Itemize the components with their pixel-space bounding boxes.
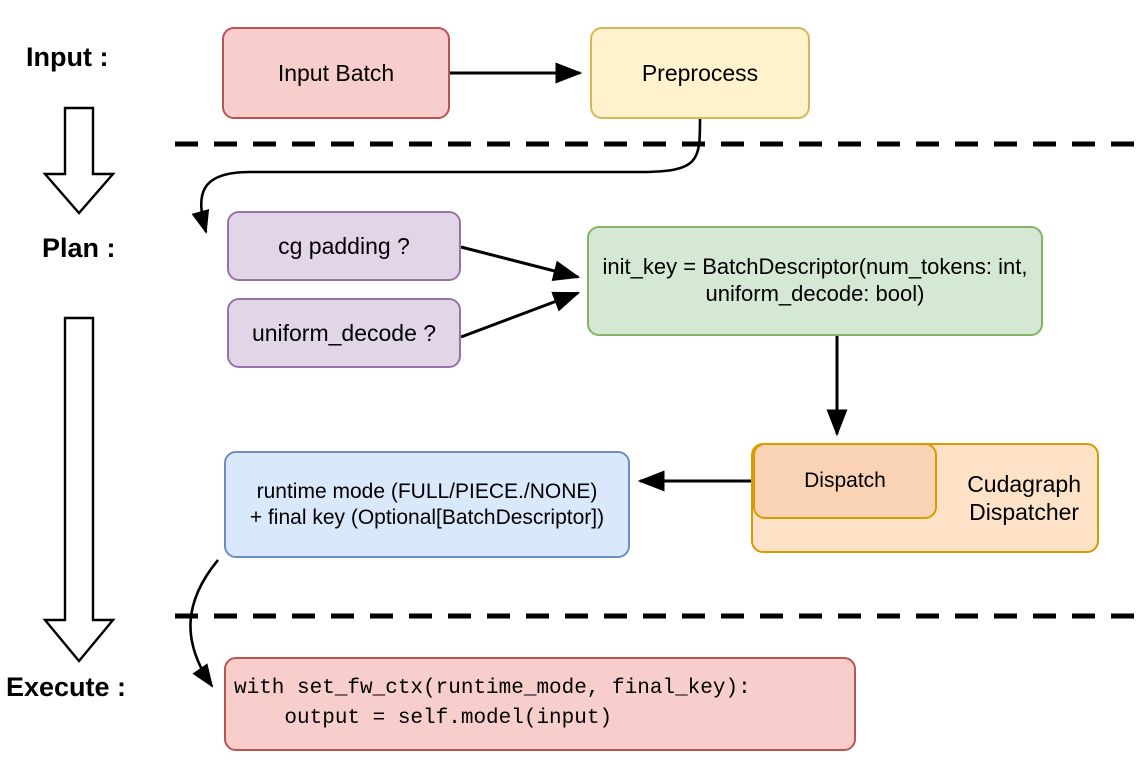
- node-dispatch[interactable]: Dispatch: [753, 443, 937, 519]
- stage-label-execute: Execute :: [6, 672, 127, 702]
- node-preprocess[interactable]: Preprocess: [590, 27, 810, 119]
- node-uniform-decode[interactable]: uniform_decode ?: [227, 298, 461, 368]
- stage-label-plan: Plan :: [42, 233, 116, 263]
- edge-runtime-mode-to-execute-code: [189, 559, 220, 688]
- node-execute-code[interactable]: with set_fw_ctx(runtime_mode, final_key)…: [224, 657, 856, 751]
- node-runtime-mode[interactable]: runtime mode (FULL/PIECE./NONE) + final …: [224, 451, 630, 558]
- node-init-key[interactable]: init_key = BatchDescriptor(num_tokens: i…: [587, 226, 1043, 336]
- node-cg-padding[interactable]: cg padding ?: [227, 211, 461, 281]
- input-to-plan-arrow: [42, 106, 116, 215]
- stage-label-input: Input :: [26, 42, 109, 72]
- node-input-batch[interactable]: Input Batch: [222, 27, 450, 119]
- edge-uniform-decode-to-init-key: [460, 291, 581, 339]
- plan-to-execute-arrow: [42, 316, 116, 663]
- edge-cg-padding-to-init-key: [460, 245, 581, 282]
